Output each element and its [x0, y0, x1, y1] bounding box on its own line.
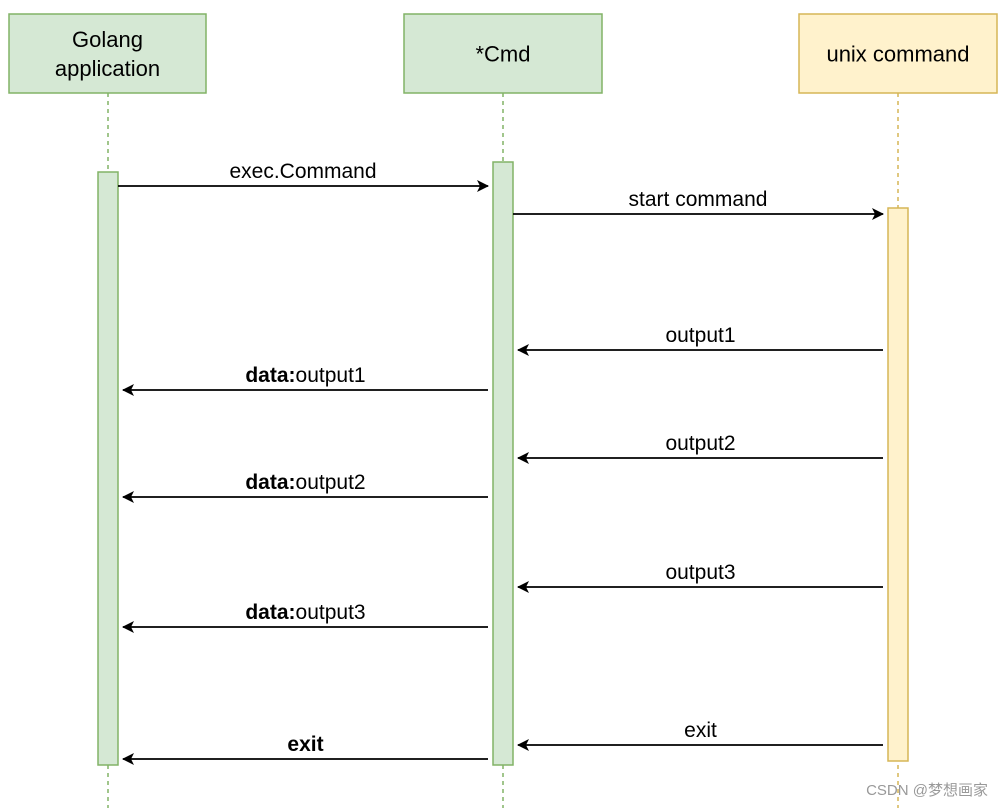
message-output2: output2 — [517, 432, 883, 464]
message-label-exit-golang: exit — [287, 733, 323, 756]
watermark: CSDN @梦想画家 — [866, 782, 988, 799]
message-label-output2: output2 — [665, 432, 735, 455]
messages: exec.Command start command output1 data:out… — [118, 160, 884, 765]
message-output1: output1 — [517, 324, 883, 356]
activation-bars — [97, 161, 909, 766]
participant-label-cmd: *Cmd — [475, 42, 530, 67]
message-exit-unix: exit — [517, 719, 883, 751]
participant-unix: unix command — [798, 13, 998, 94]
message-exec-command: exec.Command — [118, 160, 489, 192]
message-label-data-output3: data:output3 — [245, 601, 365, 624]
participant-label-golang: application — [55, 56, 160, 81]
participant-box-golang — [8, 13, 207, 94]
message-output3: output3 — [517, 561, 883, 593]
participant-box-unix — [798, 13, 998, 94]
message-label-start-command: start command — [629, 188, 768, 211]
participant-label-unix: unix command — [826, 42, 969, 67]
message-data-output1: data:output1 — [122, 364, 488, 396]
message-label-data-output2: data:output2 — [245, 471, 365, 494]
participant-cmd: *Cmd — [403, 13, 603, 94]
message-start-command: start command — [513, 188, 884, 220]
message-label-data-output1: data:output1 — [245, 364, 365, 387]
message-label-exit-unix: exit — [684, 719, 717, 742]
participant-box-cmd — [403, 13, 603, 94]
message-label-output3: output3 — [665, 561, 735, 584]
activation-bar-golang — [97, 171, 119, 766]
message-label-output1: output1 — [665, 324, 735, 347]
message-exit-golang: exit — [122, 733, 488, 765]
participant-golang: Golang application — [8, 13, 207, 94]
message-label-exec-command: exec.Command — [229, 160, 376, 183]
activation-bar-cmd — [492, 161, 514, 766]
activation-bar-unix — [887, 207, 909, 762]
message-data-output2: data:output2 — [122, 471, 488, 503]
participant-label-golang: Golang — [72, 27, 143, 52]
message-data-output3: data:output3 — [122, 601, 488, 633]
participants: Golang application *Cmd unix command — [8, 13, 998, 94]
